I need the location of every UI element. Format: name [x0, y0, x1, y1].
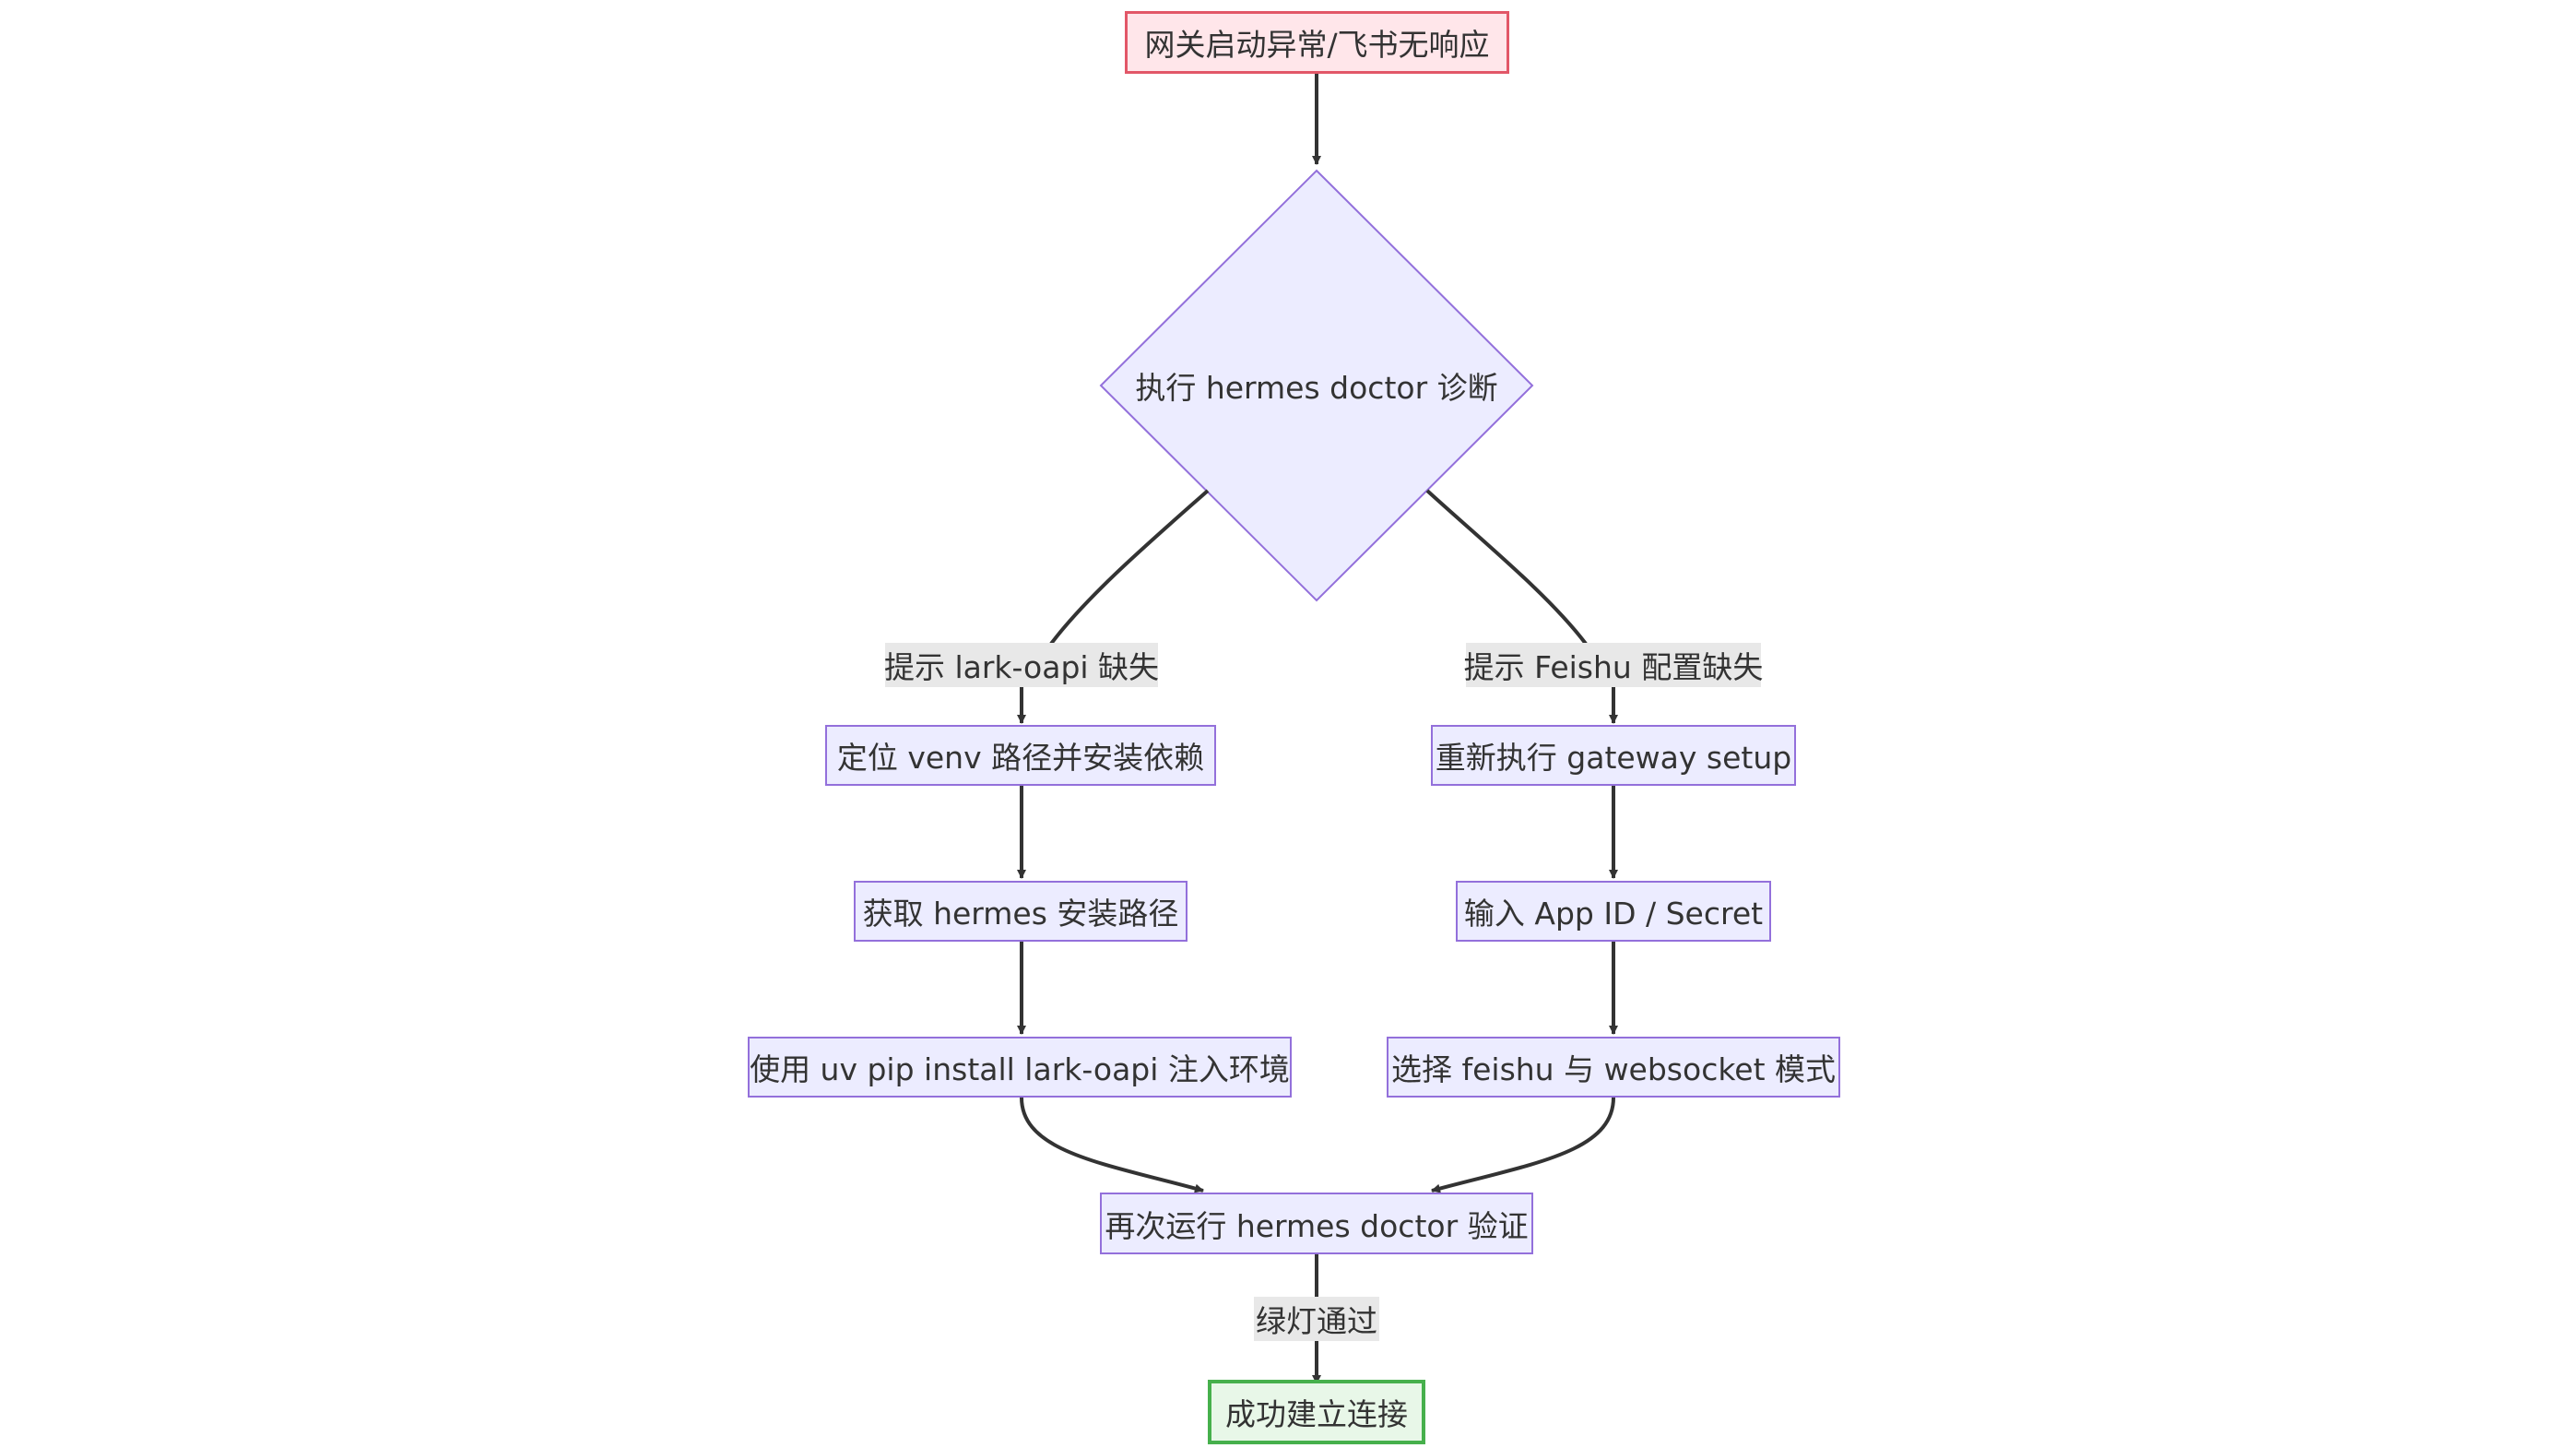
- decision-diamond: [1099, 169, 1534, 602]
- uv-install-label: 使用 uv pip install lark-oapi 注入环境: [750, 1051, 1290, 1087]
- edge-label-missing-feishu: 提示 Feishu 配置缺失: [1463, 643, 1764, 687]
- doctor-decision-label-box: 执行 hermes doctor 诊断: [1101, 355, 1532, 416]
- edge-label-green-pass-text: 绿灯通过: [1256, 1303, 1377, 1339]
- rerun-setup-node: 重新执行 gateway setup: [1431, 725, 1796, 786]
- edge-select-mode-to-verify: [1431, 1097, 1615, 1193]
- edge-label-missing-feishu-text: 提示 Feishu 配置缺失: [1463, 649, 1764, 685]
- select-mode-node: 选择 feishu 与 websocket 模式: [1387, 1037, 1840, 1098]
- input-secret-node: 输入 App ID / Secret: [1456, 881, 1771, 942]
- verify-node: 再次运行 hermes doctor 验证: [1100, 1193, 1533, 1254]
- edge-doctor-to-locate-venv: [1049, 489, 1210, 646]
- get-path-node: 获取 hermes 安装路径: [854, 881, 1188, 942]
- input-secret-label: 输入 App ID / Secret: [1463, 896, 1764, 932]
- verify-label: 再次运行 hermes doctor 验证: [1105, 1207, 1529, 1244]
- locate-venv-node: 定位 venv 路径并安装依赖: [825, 725, 1216, 786]
- success-node: 成功建立连接: [1208, 1380, 1425, 1444]
- edge-label-green-pass: 绿灯通过: [1254, 1297, 1379, 1341]
- success-label: 成功建立连接: [1225, 1396, 1408, 1432]
- get-path-label: 获取 hermes 安装路径: [862, 896, 1179, 932]
- select-mode-label: 选择 feishu 与 websocket 模式: [1390, 1051, 1836, 1087]
- locate-venv-label: 定位 venv 路径并安装依赖: [836, 740, 1205, 776]
- doctor-decision-label: 执行 hermes doctor 诊断: [1135, 370, 1498, 406]
- edge-label-missing-lark-text: 提示 lark-oapi 缺失: [883, 649, 1160, 685]
- edge-doctor-to-rerun-setup: [1425, 489, 1588, 646]
- edge-uv-install-to-verify: [1020, 1097, 1204, 1193]
- start-node: 网关启动异常/飞书无响应: [1125, 11, 1509, 74]
- start-node-label: 网关启动异常/飞书无响应: [1144, 27, 1490, 63]
- rerun-setup-label: 重新执行 gateway setup: [1435, 740, 1792, 776]
- uv-install-node: 使用 uv pip install lark-oapi 注入环境: [748, 1037, 1292, 1098]
- edge-label-missing-lark: 提示 lark-oapi 缺失: [883, 643, 1160, 687]
